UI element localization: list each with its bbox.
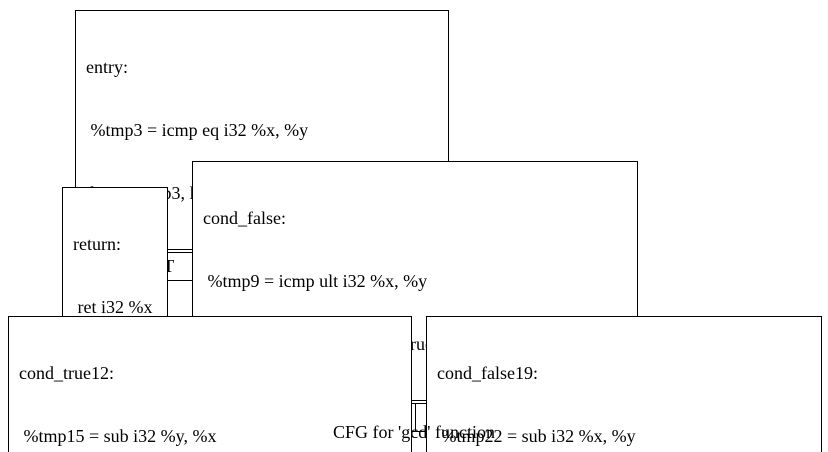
node-return-body: return: ret i32 %x <box>63 188 167 363</box>
ir-line: cond_false: <box>203 208 286 228</box>
node-cond-true12: cond_true12: %tmp15 = sub i32 %y, %x %tm… <box>8 316 412 452</box>
entry-true-port: T <box>163 256 175 276</box>
ir-line: entry: <box>86 57 128 77</box>
ir-line: %tmp9 = icmp ult i32 %x, %y <box>203 271 428 291</box>
ir-line: %tmp3 = icmp eq i32 %x, %y <box>86 120 309 140</box>
ir-line: %tmp15 = sub i32 %y, %x <box>19 426 217 446</box>
node-cond-false19-body: cond_false19: %tmp22 = sub i32 %x, %y %t… <box>427 317 821 452</box>
ir-line: ret i32 %x <box>73 297 153 317</box>
ir-line: cond_false19: <box>437 363 538 383</box>
node-cond-false19: cond_false19: %tmp22 = sub i32 %x, %y %t… <box>426 316 822 452</box>
node-cond-true12-body: cond_true12: %tmp15 = sub i32 %y, %x %tm… <box>9 317 411 452</box>
ir-line: cond_true12: <box>19 363 114 383</box>
ir-line: %tmp22 = sub i32 %x, %y <box>437 426 636 446</box>
graph-caption: CFG for 'gcd' function <box>333 422 495 442</box>
ir-line: return: <box>73 234 121 254</box>
